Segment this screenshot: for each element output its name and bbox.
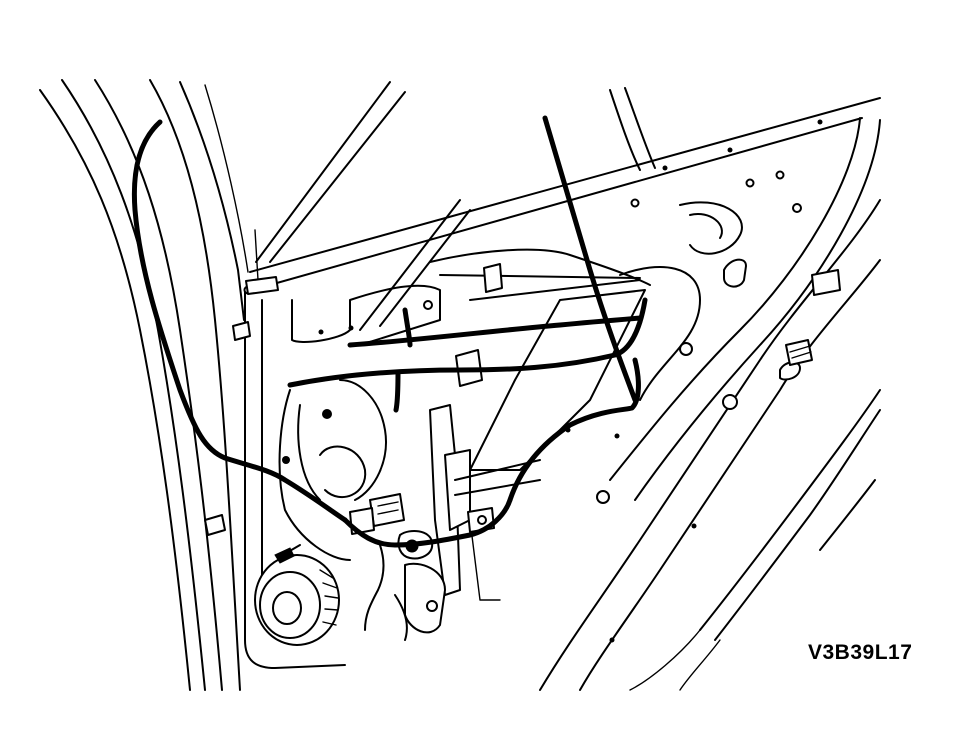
wire-clips [204, 263, 841, 536]
inner-panel [244, 117, 881, 669]
window-regulator [404, 289, 646, 634]
wiring-harness [131, 115, 648, 641]
window-channel [254, 81, 471, 331]
door-frame-left [39, 79, 249, 691]
speaker [254, 544, 340, 646]
figure-label: V3B39L17 [808, 641, 913, 664]
door-lock-switch [349, 493, 434, 560]
